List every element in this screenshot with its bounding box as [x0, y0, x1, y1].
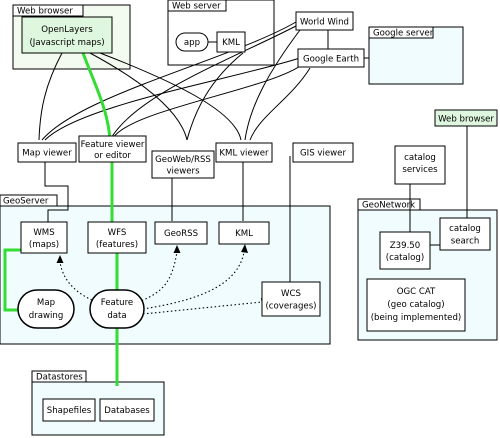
openlayers-feature-viewer-link	[81, 52, 112, 141]
google-server-container: Google server	[368, 26, 464, 85]
z3950-label: Z39.50	[390, 241, 421, 251]
wms-sublabel: (maps)	[29, 240, 59, 250]
world-wind-box: World Wind	[295, 11, 354, 31]
app-node: app	[175, 32, 209, 52]
feature-viewer-box: Feature viewer or editor	[78, 135, 147, 163]
map-viewer-box: Map viewer	[17, 142, 77, 163]
georss-viewers-label: GeoWeb/RSS	[155, 155, 211, 165]
databases-label: Databases	[104, 406, 150, 416]
wfs-label: WFS	[108, 228, 127, 238]
feature-data-flows	[59, 251, 263, 315]
ogc-cat-note: (being implemented)	[371, 313, 462, 323]
catalog-search-box: catalog search	[439, 217, 491, 251]
catalog-services-box: catalog services	[394, 145, 446, 185]
wcs-box: WCS (coverages)	[261, 281, 321, 317]
kml-box: KML	[218, 221, 270, 245]
databases-box: Databases	[99, 398, 155, 422]
feature-data-label: Feature	[101, 298, 133, 308]
catalog-services-label: catalog	[404, 153, 436, 163]
catalog-search-sublabel: search	[451, 237, 480, 247]
georss-viewers-box: GeoWeb/RSS viewers	[151, 150, 215, 179]
feature-data-sublabel: data	[107, 311, 126, 321]
ogc-cat-sublabel: (geo catalog)	[387, 300, 444, 310]
wms-box: WMS (maps)	[20, 221, 68, 254]
kml-viewer-label: KML viewer	[219, 149, 269, 159]
shapefiles-label: Shapefiles	[47, 406, 92, 416]
georss-label: GeoRSS	[164, 229, 198, 239]
ogc-cat-box: OGC CAT (geo catalog) (being implemented…	[366, 278, 466, 332]
gis-viewer-label: GIS viewer	[300, 149, 346, 159]
map-viewer-label: Map viewer	[22, 149, 72, 159]
z3950-sublabel: (catalog)	[386, 253, 424, 263]
wfs-sublabel: (features)	[96, 240, 138, 250]
world-wind-label: World Wind	[300, 18, 349, 28]
feature-viewer-sublabel: or editor	[94, 151, 131, 161]
datastores-title: Datastores	[36, 373, 83, 383]
shapefiles-box: Shapefiles	[42, 398, 96, 422]
google-server-title: Google server	[373, 29, 434, 39]
georss-viewers-sublabel: viewers	[166, 167, 200, 177]
kml-server-box: KML	[216, 31, 246, 53]
kml-label: KML	[235, 229, 253, 239]
app-label: app	[184, 38, 200, 48]
feature-data-path	[3, 162, 119, 386]
ogc-cat-label: OGC CAT	[397, 287, 436, 297]
web-browser-right-label: Web browser	[438, 115, 494, 125]
feature-viewer-label: Feature viewer	[81, 140, 145, 150]
feature-data-node: Feature data	[89, 289, 145, 329]
client-viewer-connections	[38, 21, 369, 141]
wcs-label: WCS	[281, 289, 301, 299]
map-drawing-sublabel: drawing	[29, 311, 64, 321]
gis-viewer-box: GIS viewer	[292, 142, 354, 163]
wcs-sublabel: (coverages)	[265, 302, 316, 312]
wfs-box: WFS (features)	[87, 221, 147, 254]
georss-box: GeoRSS	[154, 221, 208, 245]
web-browser-right-box: Web browser	[434, 109, 498, 127]
openlayers-sublabel: (Javascript maps)	[29, 38, 104, 48]
google-earth-box: Google Earth	[297, 48, 365, 68]
z3950-box: Z39.50 (catalog)	[379, 231, 431, 270]
web-browser-left-title: Web browser	[17, 7, 73, 17]
geoserver-title: GeoServer	[3, 197, 49, 207]
openlayers-box: OpenLayers (Javascript maps)	[21, 16, 113, 54]
kml-server-label: KML	[222, 38, 240, 48]
openlayers-label: OpenLayers	[41, 25, 93, 35]
map-drawing-label: Map	[37, 298, 55, 308]
geonetwork-title: GeoNetwork	[362, 201, 415, 211]
kml-viewer-box: KML viewer	[215, 142, 273, 163]
wms-label: WMS	[33, 228, 54, 238]
map-drawing-node: Map drawing	[17, 289, 75, 329]
catalog-services-sublabel: services	[402, 165, 438, 175]
web-server-title: Web server	[172, 2, 221, 12]
catalog-search-label: catalog	[449, 224, 481, 234]
google-earth-label: Google Earth	[303, 55, 359, 65]
